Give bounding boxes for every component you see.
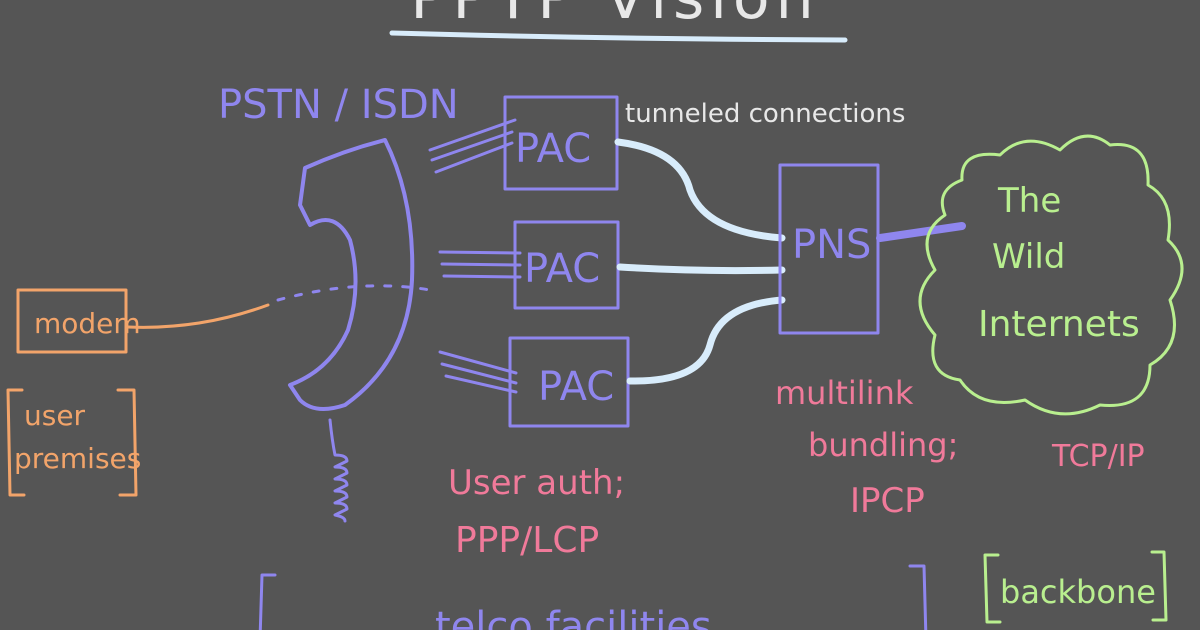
incoming-lines-pac-1 bbox=[428, 118, 517, 174]
pns-label: PNS bbox=[792, 222, 871, 268]
backbone-bracket bbox=[983, 550, 1168, 624]
pac-label-1: PAC bbox=[515, 126, 591, 172]
telephone-cord-icon bbox=[328, 418, 349, 523]
pstn-isdn-label: PSTN / ISDN bbox=[218, 82, 459, 128]
pns-internet-link bbox=[876, 222, 966, 242]
user-premises-label-line1: user bbox=[24, 399, 86, 432]
telco-facilities-label: telco facilities bbox=[435, 604, 712, 630]
multilink-label-line3: IPCP bbox=[850, 481, 925, 521]
modem-box bbox=[16, 288, 128, 354]
user-premises-label-line2: premises bbox=[14, 442, 141, 475]
pac-label-2: PAC bbox=[524, 246, 600, 292]
tunneled-connections-label: tunneled connections bbox=[625, 99, 905, 129]
multilink-label-line2: bundling; bbox=[808, 426, 958, 464]
user-auth-label-line1: User auth; bbox=[448, 463, 625, 503]
title-underline bbox=[389, 30, 848, 43]
diagram-title: PPTP Vision bbox=[410, 0, 819, 33]
modem-label: modem bbox=[34, 307, 141, 340]
internet-label-line1: The bbox=[997, 181, 1061, 221]
tunnel-2 bbox=[616, 263, 786, 275]
internet-label-line3: Internets bbox=[978, 304, 1140, 345]
telephone-handset-icon bbox=[288, 138, 415, 411]
user-premises-bracket bbox=[6, 388, 138, 497]
pns-box bbox=[778, 163, 880, 335]
internet-cloud-icon bbox=[918, 134, 1184, 416]
user-auth-label-line2: PPP/LCP bbox=[455, 520, 599, 561]
pac-label-3: PAC bbox=[538, 364, 614, 410]
multilink-label-line1: multilink bbox=[775, 374, 914, 412]
incoming-lines-pac-2 bbox=[438, 250, 522, 279]
telco-facilities-bracket bbox=[258, 564, 928, 630]
backbone-label: backbone bbox=[1000, 573, 1156, 611]
dial-link-dashed bbox=[276, 284, 432, 302]
tunnel-3 bbox=[626, 296, 786, 385]
tunnel-1 bbox=[614, 138, 786, 242]
internet-label-line2: Wild bbox=[992, 237, 1065, 277]
incoming-lines-pac-3 bbox=[438, 350, 518, 394]
tcpip-label: TCP/IP bbox=[1051, 439, 1145, 474]
modem-line bbox=[126, 303, 270, 329]
